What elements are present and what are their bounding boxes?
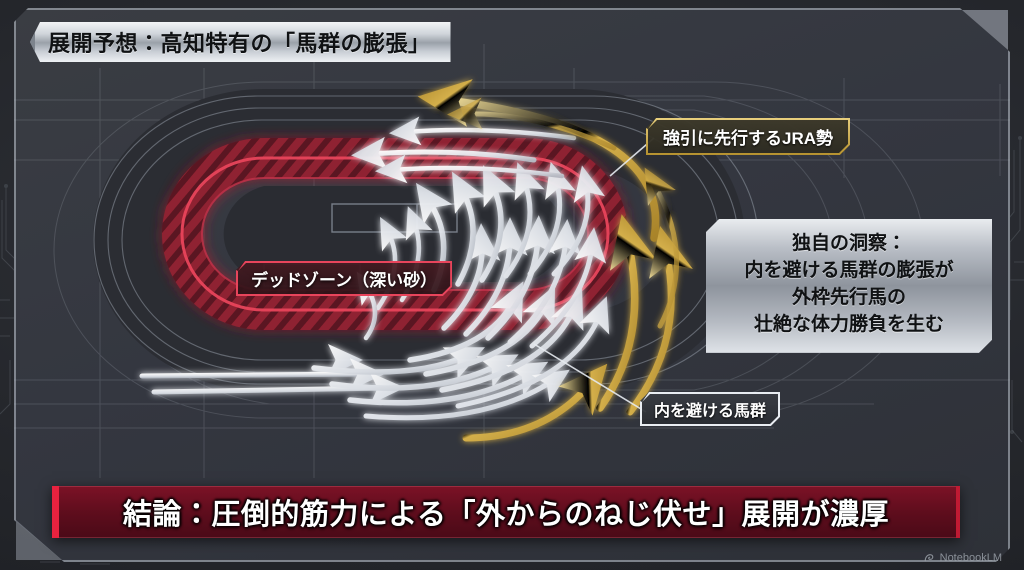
conclusion-text: 結論：圧倒的筋力による「外からのねじ伏せ」展開が濃厚: [122, 499, 890, 531]
watermark: NotebookLM: [923, 552, 1002, 564]
label-dead-zone: デッドゾーン（深い砂）: [236, 261, 452, 296]
notebooklm-logo-icon: [924, 554, 933, 562]
insight-panel-body: 独自の洞察： 内を避ける馬群の膨張が 外枠先行馬の 壮絶な体力勝負を生む: [716, 231, 982, 339]
white-flow-arrows: [131, 116, 610, 421]
insight-line-4: 壮絶な体力勝負を生む: [753, 313, 944, 335]
title-banner-accent: [30, 22, 35, 62]
insight-line-1: 独自の洞察：: [791, 233, 906, 254]
leader-line-white: [533, 343, 647, 413]
conclusion-accent-left: [52, 486, 59, 538]
title-banner: 展開予想：高知特有の「馬群の膨張」: [30, 22, 451, 62]
conclusion-accent-right: [956, 486, 960, 538]
page-title: 展開予想：高知特有の「馬群の膨張」: [48, 31, 431, 56]
gold-flow-arrows: [417, 79, 693, 442]
insight-panel: 独自の洞察： 内を避ける馬群の膨張が 外枠先行馬の 壮絶な体力勝負を生む: [706, 219, 992, 353]
insight-line-2: 内を避ける馬群の膨張が: [744, 259, 954, 281]
corner-accent-top-right: [962, 10, 1008, 50]
watermark-text: NotebookLM: [939, 552, 1002, 564]
label-jra-lead-text: 強引に先行するJRA勢: [663, 129, 834, 148]
label-avoid-inner-text: 内を避ける馬群: [654, 403, 767, 420]
label-jra-lead: 強引に先行するJRA勢: [646, 118, 850, 155]
conclusion-banner: 結論：圧倒的筋力による「外からのねじ伏せ」展開が濃厚: [52, 486, 960, 538]
label-avoid-inner: 内を避ける馬群: [640, 392, 780, 426]
label-dead-zone-text: デッドゾーン（深い砂）: [251, 271, 438, 290]
racetrack-diagram: [93, 79, 759, 442]
insight-line-3: 外枠先行馬の: [791, 286, 906, 308]
